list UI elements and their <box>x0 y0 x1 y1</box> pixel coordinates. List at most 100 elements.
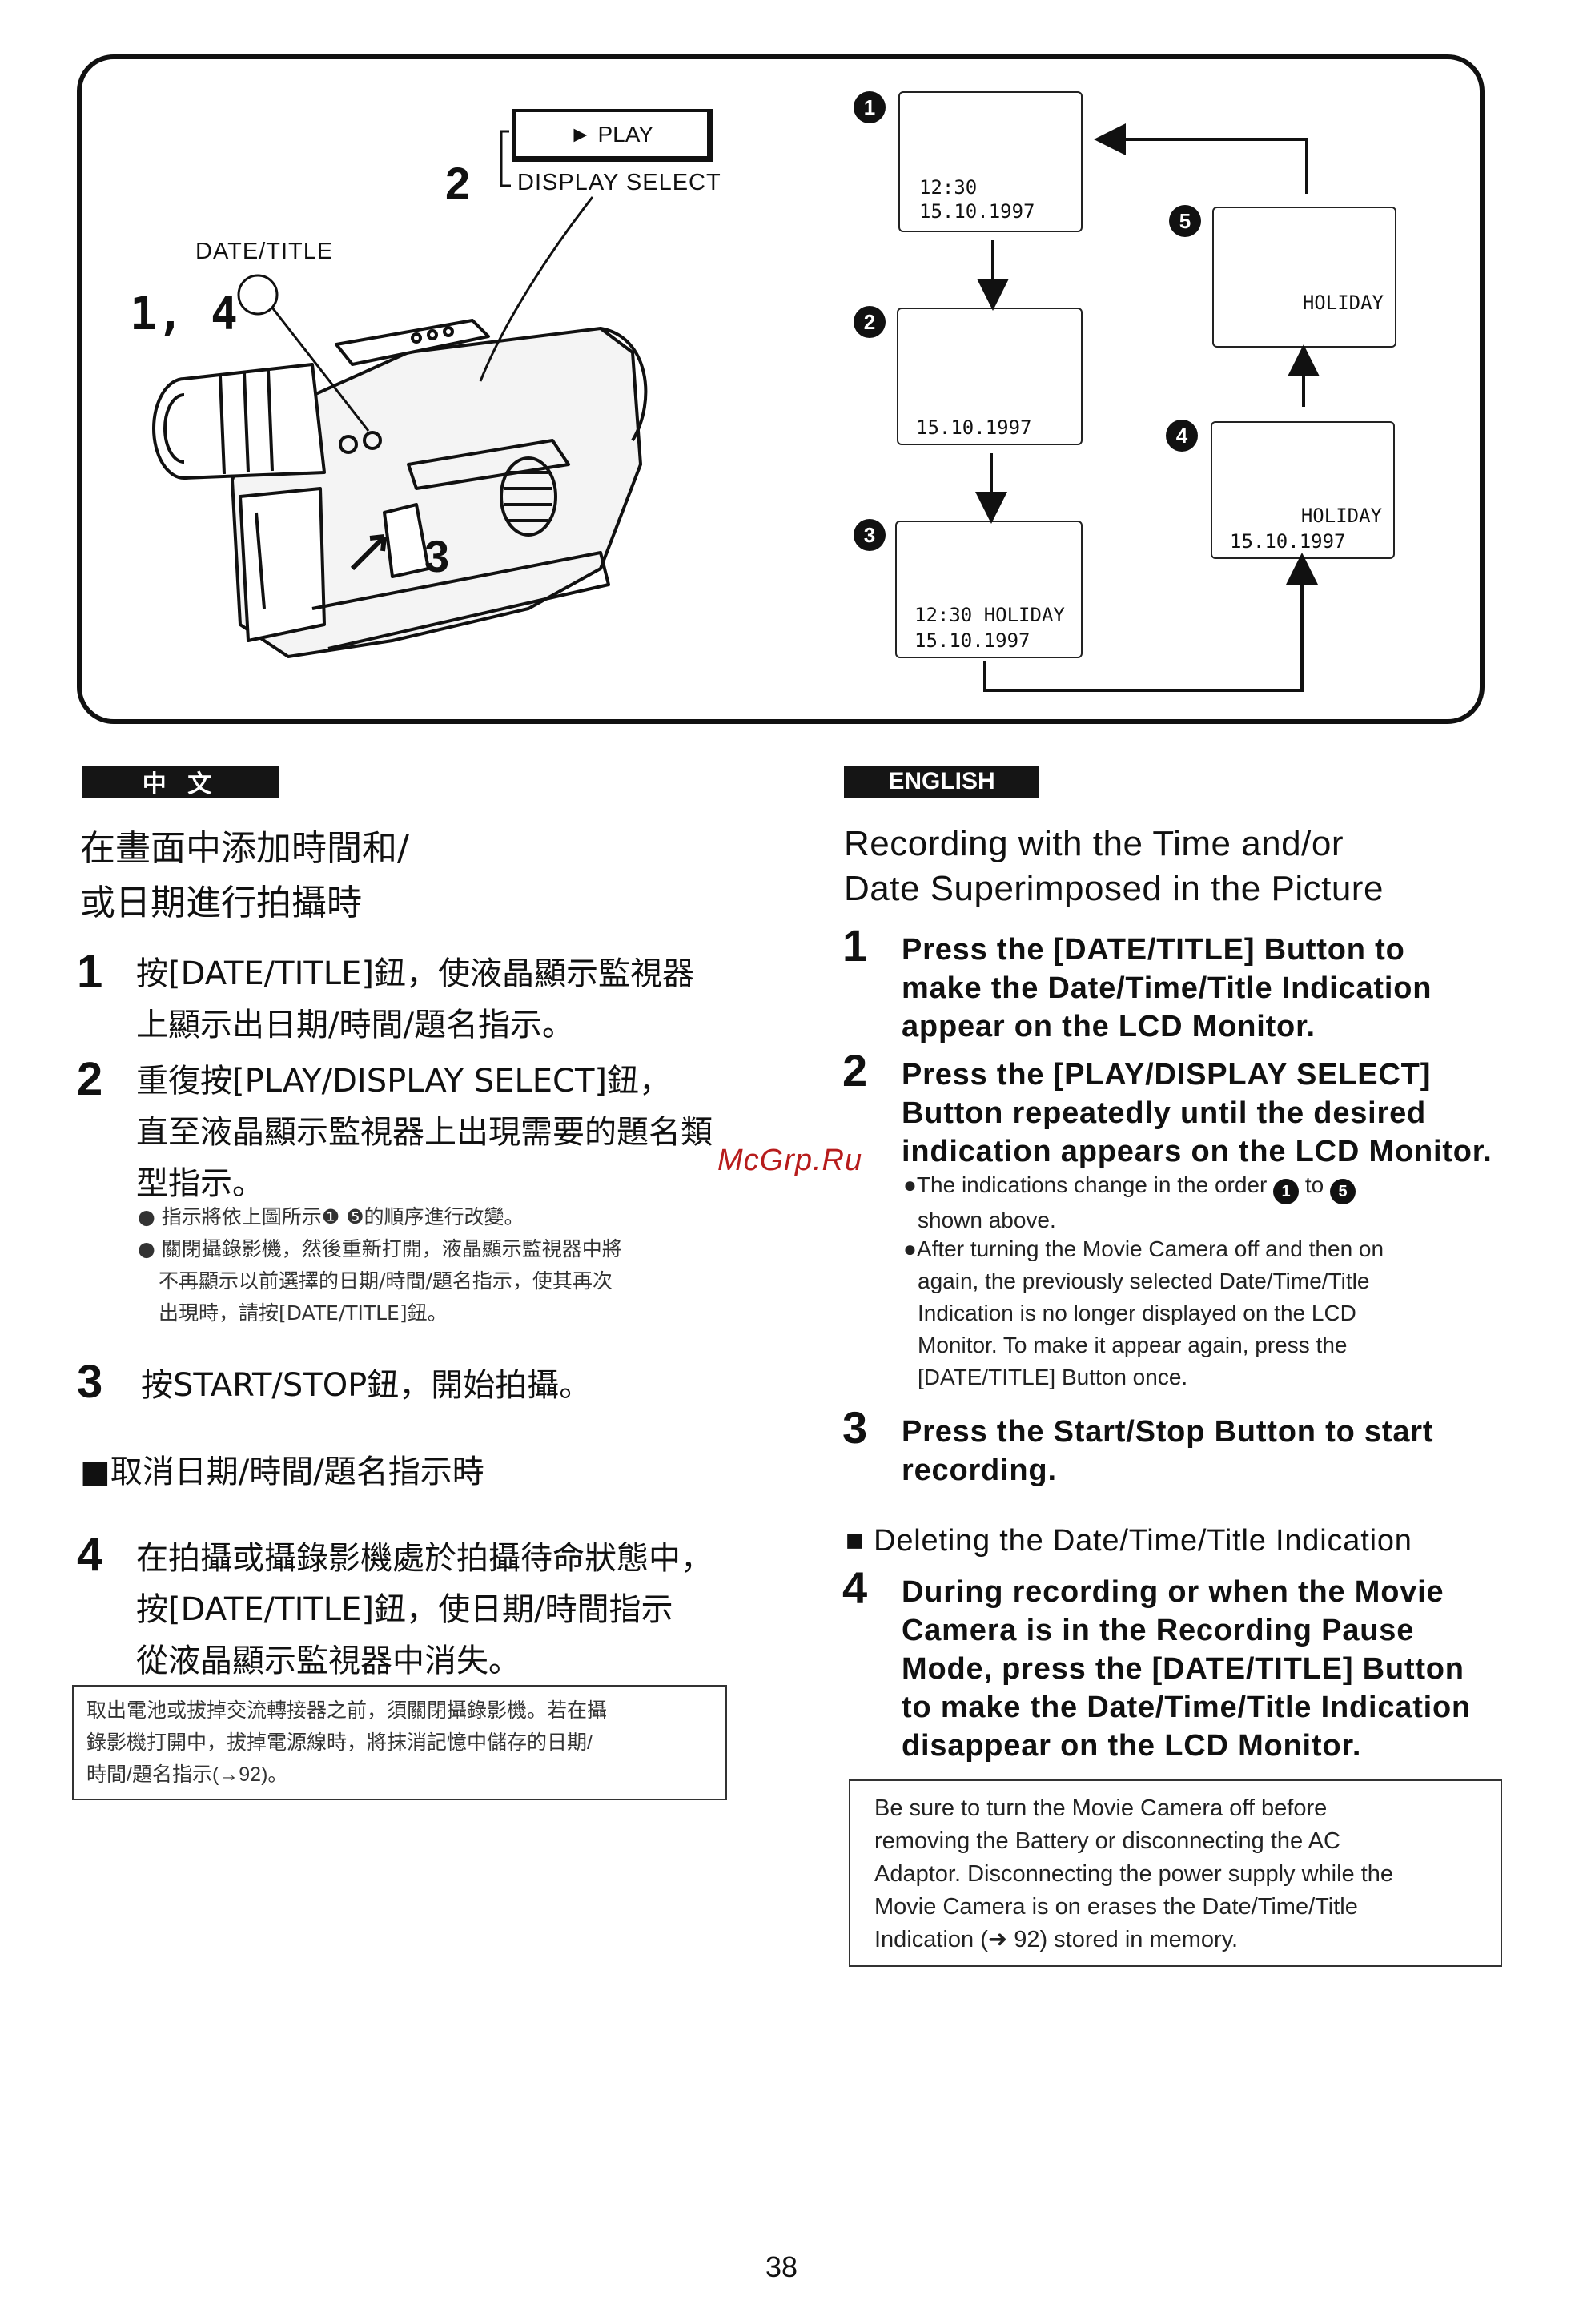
screen-3-date: 15.10.1997 <box>914 629 1031 652</box>
chinese-bullet-2-line-3: 出現時，請按[DATE/TITLE]鈕。 <box>159 1301 448 1325</box>
chinese-bullet-2-line-2: 不再顯示以前選擇的日期/時間/題名指示，使其再次 <box>159 1269 613 1293</box>
english-step-4-line-4: to make the Date/Time/Title Indication <box>902 1691 1472 1724</box>
english-title-line-2: Date Superimposed in the Picture <box>844 869 1384 908</box>
screen-5-number: 5 <box>1169 205 1201 237</box>
english-step-3-line-1: Press the Start/Stop Button to start <box>902 1415 1434 1449</box>
screen-4-number: 4 <box>1166 420 1198 452</box>
screen-5-title: HOLIDAY <box>1302 292 1384 314</box>
screen-2-date: 15.10.1997 <box>916 416 1032 439</box>
chinese-step-4-line-1: 在拍攝或攝錄影機處於拍攝待命狀態中， <box>136 1540 713 1577</box>
date-title-pointer <box>237 274 370 432</box>
english-step-1-line-2: make the Date/Time/Title Indication <box>902 971 1432 1005</box>
english-bullet-1-line-1: ●The indications change in the order 1 t… <box>903 1169 1464 1204</box>
lcd-screen-1: 12:30 15.10.1997 <box>898 91 1083 232</box>
english-bullet-2-line-4: Monitor. To make it appear again, press … <box>918 1333 1348 1357</box>
english-step-2-line-2: Button repeatedly until the desired <box>902 1096 1427 1130</box>
chinese-note-line-1: 取出電池或拔掉交流轉接器之前，須關閉攝錄影機。若在攝 <box>86 1699 608 1722</box>
english-note-line-4: Movie Camera is on erases the Date/Time/… <box>874 1894 1358 1920</box>
chinese-bullet-1: ● 指示將依上圖所示❶ ❺的順序進行改變。 <box>138 1205 524 1228</box>
screen-4-title: HOLIDAY <box>1300 505 1382 527</box>
english-step-4-line-3: Mode, press the [DATE/TITLE] Button <box>902 1652 1464 1686</box>
chinese-step-1-line-1: 按[DATE/TITLE]鈕，使液晶顯示監視器 <box>136 955 694 992</box>
chinese-step-3-text: 按START/STOP鈕，開始拍攝。 <box>141 1360 798 1411</box>
sequence-arrows <box>975 123 1320 692</box>
english-bullet-2-line-2: again, the previously selected Date/Time… <box>918 1269 1370 1293</box>
screen-1-time: 12:30 <box>919 176 978 199</box>
english-bullet-2: ●After turning the Movie Camera off and … <box>903 1233 1464 1393</box>
chinese-step-2-text: 重復按[PLAY/DISPLAY SELECT]鈕， 直至液晶顯示監視器上出現需… <box>136 1055 793 1209</box>
english-step-2-line-1: Press the [PLAY/DISPLAY SELECT] <box>902 1058 1432 1092</box>
english-title-line-1: Recording with the Time and/or <box>844 824 1344 863</box>
screen-4-date: 15.10.1997 <box>1230 530 1346 553</box>
circled-number-1-icon: 1 <box>1273 1179 1300 1204</box>
english-step-2-text: Press the [PLAY/DISPLAY SELECT] Button r… <box>902 1055 1558 1171</box>
chinese-step-4-text: 在拍攝或攝錄影機處於拍攝待命狀態中， 按[DATE/TITLE]鈕，使日期/時間… <box>136 1533 793 1687</box>
english-step-4-number: 4 <box>842 1562 868 1613</box>
english-bullet-2-line-3: Indication is no longer displayed on the… <box>918 1301 1356 1325</box>
screen-2-number: 2 <box>854 306 886 338</box>
english-note-line-3: Adaptor. Disconnecting the power supply … <box>874 1861 1394 1887</box>
chinese-bullet-2-line-1: ● 關閉攝錄影機，然後重新打開，液晶顯示監視器中將 <box>138 1237 622 1261</box>
chinese-caution-note: 取出電池或拔掉交流轉接器之前，須關閉攝錄影機。若在攝 錄影機打開中，拔掉電源線時… <box>72 1685 727 1800</box>
display-select-bracket <box>500 130 511 187</box>
chinese-step-3-line-1: 按START/STOP鈕，開始拍攝。 <box>141 1367 592 1404</box>
chinese-step-3-number: 3 <box>77 1356 103 1408</box>
english-bullet-1: ●The indications change in the order 1 t… <box>903 1169 1464 1236</box>
screen-1-date: 15.10.1997 <box>919 200 1035 223</box>
english-bullet-1-line-2: shown above. <box>918 1208 1056 1232</box>
chinese-delete-heading: ■取消日期/時間/題名指示時 <box>80 1454 484 1490</box>
chinese-step-4-line-3: 從液晶顯示監視器中消失。 <box>136 1642 520 1679</box>
english-note-line-1: Be sure to turn the Movie Camera off bef… <box>874 1795 1328 1821</box>
english-step-4-line-1: During recording or when the Movie <box>902 1575 1444 1609</box>
step-1-4-marker: 1, 4 <box>130 288 238 340</box>
page-number: 38 <box>765 2250 798 2283</box>
english-step-4-line-2: Camera is in the Recording Pause <box>902 1614 1415 1647</box>
display-select-label: DISPLAY SELECT <box>517 170 721 195</box>
lcd-screen-4: HOLIDAY 15.10.1997 <box>1211 421 1395 559</box>
english-step-1-line-1: Press the [DATE/TITLE] Button to <box>902 933 1405 967</box>
english-caution-note: Be sure to turn the Movie Camera off bef… <box>849 1779 1502 1967</box>
chinese-section-badge: 中 文 <box>82 766 279 798</box>
step-3-marker: 3 <box>424 531 450 581</box>
chinese-step-1-number: 1 <box>77 946 103 998</box>
camcorder-illustration <box>152 319 648 658</box>
english-bullet-2-line-1: ●After turning the Movie Camera off and … <box>903 1236 1384 1261</box>
english-step-3-text: Press the Start/Stop Button to start rec… <box>902 1413 1510 1490</box>
chinese-note-line-2: 錄影機打開中，拔掉電源線時，將抹消記憶中儲存的日期/ <box>86 1731 593 1754</box>
english-step-4-text: During recording or when the Movie Camer… <box>902 1573 1542 1765</box>
english-step-4-line-5: disappear on the LCD Monitor. <box>902 1729 1362 1763</box>
chinese-step-4-number: 4 <box>77 1529 103 1581</box>
play-button-label: ► PLAY <box>512 109 713 162</box>
screen-1-number: 1 <box>854 91 886 123</box>
english-step-3-number: 3 <box>842 1402 868 1453</box>
english-bullet-1-text: ●The indications change in the order <box>903 1172 1268 1197</box>
display-select-leader-line <box>479 196 594 382</box>
chinese-note-line-3: 時間/題名指示(→92)。 <box>86 1763 288 1786</box>
date-title-label: DATE/TITLE <box>195 239 334 264</box>
chinese-title-line-2: 或日期進行拍攝時 <box>80 883 362 923</box>
screen-3-time-title: 12:30 HOLIDAY <box>914 604 1065 626</box>
chinese-step-2-line-2: 直至液晶顯示監視器上出現需要的題名類 <box>136 1114 713 1151</box>
english-note-line-5: Indication (➜ 92) stored in memory. <box>874 1927 1239 1952</box>
chinese-title-line-1: 在畫面中添加時間和/ <box>80 828 409 869</box>
english-delete-heading: ■ Deleting the Date/Time/Title Indicatio… <box>846 1524 1412 1558</box>
chinese-step-1-line-2: 上顯示出日期/時間/題名指示。 <box>136 1007 574 1043</box>
chinese-step-2-number: 2 <box>77 1053 103 1105</box>
screen-3-number: 3 <box>854 519 886 551</box>
step-2-marker: 2 <box>445 158 471 208</box>
english-bullet-1-to: to <box>1304 1172 1324 1197</box>
chinese-step-2-line-1: 重復按[PLAY/DISPLAY SELECT]鈕， <box>136 1063 672 1100</box>
english-step-1-text: Press the [DATE/TITLE] Button to make th… <box>902 931 1510 1046</box>
english-note-line-2: removing the Battery or disconnecting th… <box>874 1828 1340 1854</box>
english-step-3-line-2: recording. <box>902 1454 1057 1487</box>
english-step-1-line-3: appear on the LCD Monitor. <box>902 1010 1316 1043</box>
english-step-2-line-3: indication appears on the LCD Monitor. <box>902 1135 1493 1168</box>
chinese-step-4-line-2: 按[DATE/TITLE]鈕，使日期/時間指示 <box>136 1591 673 1628</box>
lcd-screen-3: 12:30 HOLIDAY 15.10.1997 <box>895 521 1083 658</box>
diagram-frame <box>77 54 1485 724</box>
chinese-step-2-line-3: 型指示。 <box>136 1165 264 1202</box>
chinese-step-1-text: 按[DATE/TITLE]鈕，使液晶顯示監視器 上顯示出日期/時間/題名指示。 <box>136 948 793 1051</box>
chinese-bullet-2: ● 關閉攝錄影機，然後重新打開，液晶顯示監視器中將 不再顯示以前選擇的日期/時間… <box>138 1233 746 1329</box>
circled-number-5-icon: 5 <box>1330 1179 1356 1204</box>
english-bullet-2-line-5: [DATE/TITLE] Button once. <box>918 1365 1188 1389</box>
